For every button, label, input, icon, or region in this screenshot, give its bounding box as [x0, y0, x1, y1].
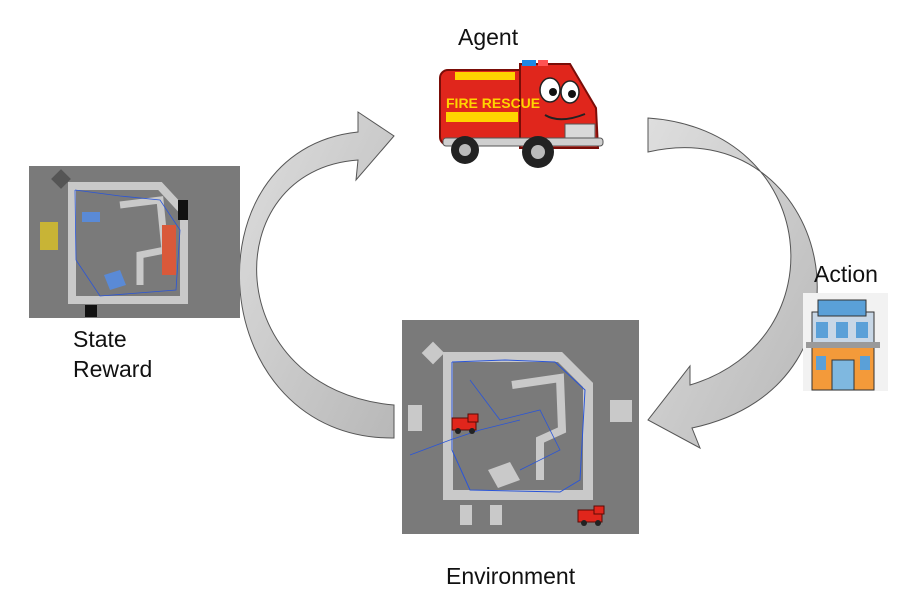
state-map-thumbnail — [29, 166, 240, 318]
arrow-agent-to-environment — [647, 117, 818, 450]
fire-truck-marker-2 — [577, 505, 605, 526]
arrow-environment-to-agent — [238, 111, 395, 439]
state-label: State — [73, 326, 127, 352]
fire-truck-marker-1 — [451, 413, 479, 434]
environment-map — [402, 320, 639, 534]
truck-decal-text: FIRE RESCUE — [446, 95, 540, 111]
environment-label: Environment — [446, 563, 576, 589]
reward-label: Reward — [73, 356, 153, 382]
building-icon — [803, 293, 888, 391]
agent-label: Agent — [458, 24, 519, 50]
fire-rescue-truck-icon: FIRE RESCUE — [439, 60, 604, 168]
action-label: Action — [814, 261, 878, 287]
